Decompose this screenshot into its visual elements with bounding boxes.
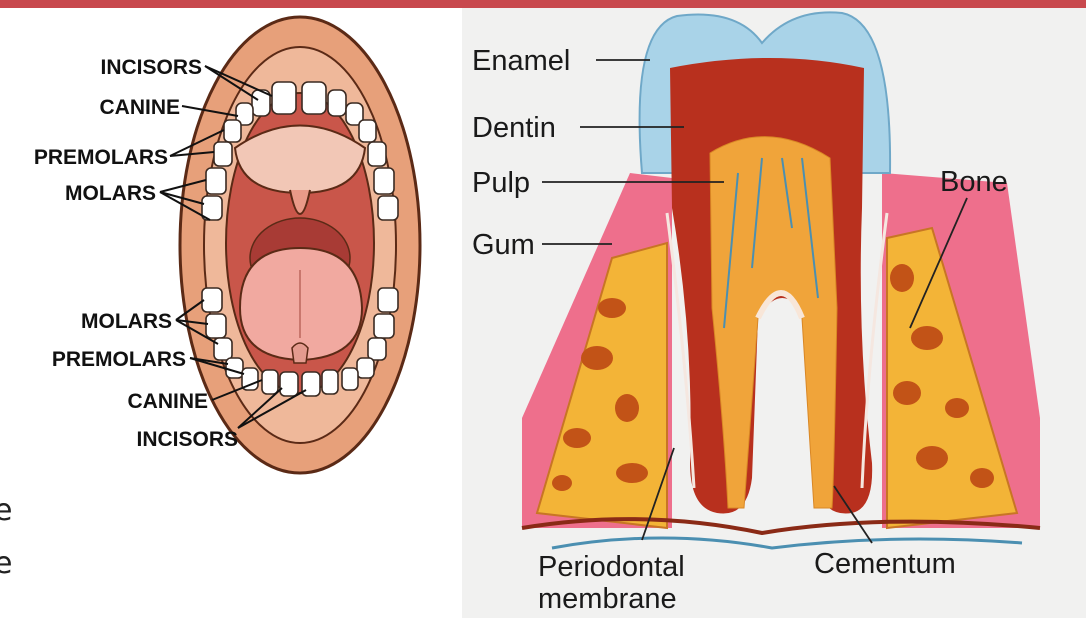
tooth [302,82,326,114]
palate [235,126,365,194]
bone-pore [598,298,626,318]
bone-pore [616,463,648,483]
tooth [206,314,226,338]
tooth [368,338,386,360]
cut-off-text-line-1: e [0,493,12,528]
label-molars-upper: MOLARS [65,182,156,205]
mouth-diagram: INCISORS CANINE PREMOLARS MOLARS MOLARS … [0,8,460,618]
bone-pore [615,394,639,422]
cut-off-text-line-2: e [0,546,12,581]
label-bone: Bone [940,166,1008,198]
tooth [322,370,338,394]
tooth [359,120,376,142]
label-premolars-lower: PREMOLARS [52,348,186,371]
tooth [328,90,346,116]
bone-pore [893,381,921,405]
tooth [378,196,398,220]
tooth [214,338,232,360]
label-pulp: Pulp [472,167,530,199]
tooth [224,120,241,142]
label-incisors-upper: INCISORS [100,56,202,79]
pulp [710,137,837,508]
bone-pore [890,264,914,292]
label-incisors-lower: INCISORS [136,428,238,451]
label-canine-lower: CANINE [127,390,208,413]
label-gum: Gum [472,229,535,261]
tooth [272,82,296,114]
label-molars-lower: MOLARS [81,310,172,333]
tooth-cross-section-diagram: Enamel Dentin Pulp Gum Bone Periodontal … [462,8,1086,618]
bone-pore [552,475,572,491]
bone-pore [970,468,994,488]
label-cementum: Cementum [814,548,956,580]
accent-bar [0,0,1086,8]
tooth [226,358,243,378]
tooth [280,372,298,396]
label-premolars-upper: PREMOLARS [34,146,168,169]
tooth [202,288,222,312]
bone-pore [916,446,948,470]
bone-pore [945,398,969,418]
label-canine-upper: CANINE [99,96,180,119]
tooth [214,142,232,166]
bone-pore [911,326,943,350]
tooth [374,314,394,338]
bone-pore [581,346,613,370]
label-enamel: Enamel [472,45,570,77]
tooth [378,288,398,312]
mouth-illustration: INCISORS CANINE PREMOLARS MOLARS MOLARS … [0,8,460,618]
label-dentin: Dentin [472,112,556,144]
label-membrane: membrane [538,583,677,615]
tooth [374,168,394,194]
blood-vessels [552,538,1022,548]
tooth [206,168,226,194]
label-periodontal: Periodontal [538,551,685,583]
frenulum [292,343,308,363]
bone-pore [563,428,591,448]
tooth [368,142,386,166]
tooth [262,370,278,394]
tooth-illustration: Enamel Dentin Pulp Gum Bone Periodontal … [462,8,1086,618]
tooth [357,358,374,378]
tooth [302,372,320,396]
tooth [342,368,358,390]
